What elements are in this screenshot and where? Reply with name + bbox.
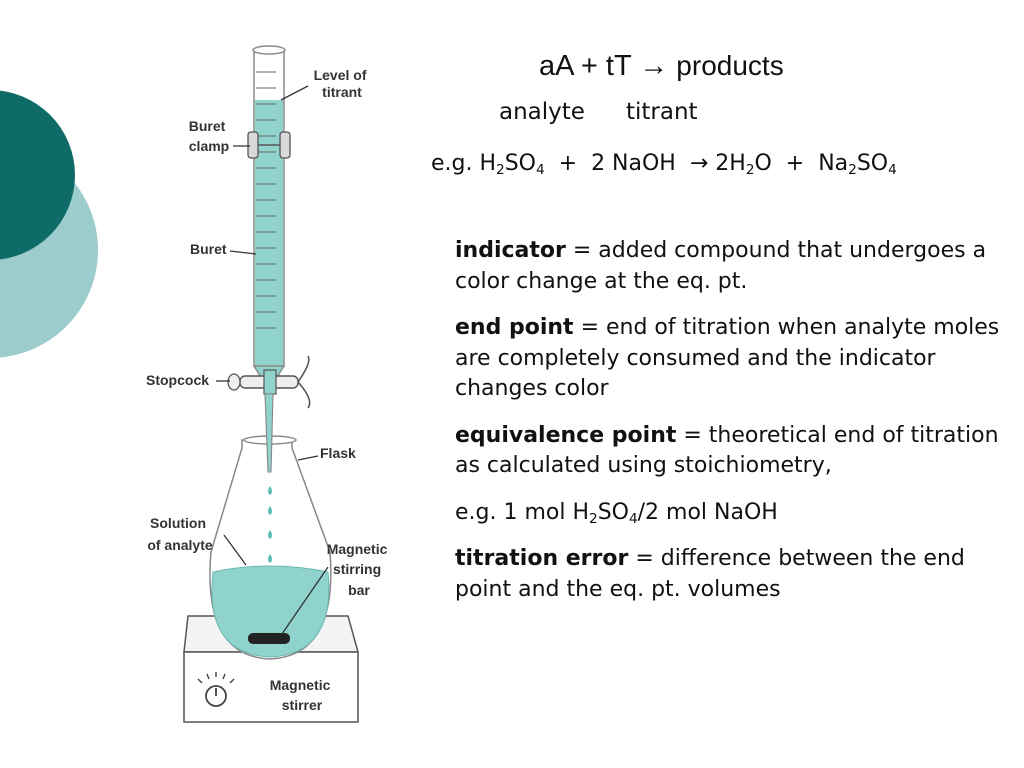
definition-term: titration error — [455, 546, 629, 571]
definitions-list: indicator = added compound that undergoe… — [455, 236, 1000, 621]
general-reaction-equation: aA + tT → products — [539, 50, 784, 83]
subscript: 4 — [628, 510, 638, 527]
definition-end-point: end point = end of titration when analyt… — [455, 313, 1000, 405]
label-magnetic-stirring-bar: Magnetic stirring bar — [327, 541, 392, 598]
definition-text: = theoretical end of titration as calcul… — [455, 422, 999, 479]
equation-lhs: aA + tT — [539, 50, 632, 82]
definition-text: = added compound that undergoes a color … — [455, 238, 987, 294]
subscript: 2 — [589, 510, 598, 527]
decor-circle-dark — [0, 90, 75, 260]
example-text: e.g. H — [431, 151, 497, 176]
definition-titration-error: titration error = difference between the… — [455, 544, 1000, 605]
definition-term: end point — [455, 315, 574, 340]
label-flask: Flask — [320, 445, 356, 461]
subscript: 2 — [745, 162, 755, 179]
example-reaction: e.g. H2SO4 + 2 NaOH → 2H2O + Na2SO4 — [431, 151, 897, 179]
label-buret: Buret — [190, 241, 227, 257]
definition-term: indicator — [455, 238, 566, 263]
definition-text: = end of titration when analyte moles ar… — [455, 315, 1000, 401]
analyte-caption: analyte — [499, 99, 585, 125]
label-magnetic-stirrer: Magnetic stirrer — [270, 677, 335, 713]
stirring-bar — [248, 633, 290, 644]
subscript: 4 — [888, 162, 897, 179]
buret-clamp — [247, 131, 291, 159]
buret-tip — [264, 393, 274, 473]
equation-arrow: → — [639, 50, 669, 82]
titrant-caption: titrant — [626, 99, 698, 125]
stopcock — [227, 355, 311, 409]
example-text: SO — [856, 151, 889, 176]
buret — [252, 45, 286, 383]
subscript: 2 — [848, 162, 857, 179]
definition-term: equivalence point — [455, 422, 677, 448]
mole-ratio-text: SO — [597, 499, 629, 525]
equation-rhs: products — [676, 50, 784, 81]
mole-ratio-text: /2 mol NaOH — [637, 499, 778, 525]
decorative-circles — [0, 90, 98, 358]
subscript: 2 — [496, 162, 505, 179]
example-text: + 2 NaOH → 2H — [544, 151, 746, 176]
titration-diagram: Level of titrant Buret clamp Buret Stopc… — [146, 45, 392, 723]
definition-text: = difference between the end point and t… — [455, 546, 965, 602]
analyte-solution — [211, 565, 330, 658]
example-text: SO — [504, 151, 536, 176]
definition-indicator: indicator = added compound that undergoe… — [455, 236, 1000, 297]
titrant-drops — [268, 486, 272, 563]
label-level-of-titrant: Level of titrant — [314, 67, 371, 100]
mole-ratio-text: e.g. 1 mol H — [455, 499, 590, 525]
example-text: O + Na — [754, 151, 849, 176]
label-solution-of-analyte: Solution of analyte — [147, 515, 213, 553]
label-buret-clamp: Buret clamp — [189, 118, 229, 154]
mole-ratio-example: e.g. 1 mol H2SO4/2 mol NaOH — [455, 498, 1000, 529]
subscript: 4 — [535, 162, 545, 179]
label-stopcock: Stopcock — [146, 372, 209, 388]
flask — [209, 435, 332, 660]
definition-equivalence-point: equivalence point = theoretical end of t… — [455, 421, 1000, 482]
